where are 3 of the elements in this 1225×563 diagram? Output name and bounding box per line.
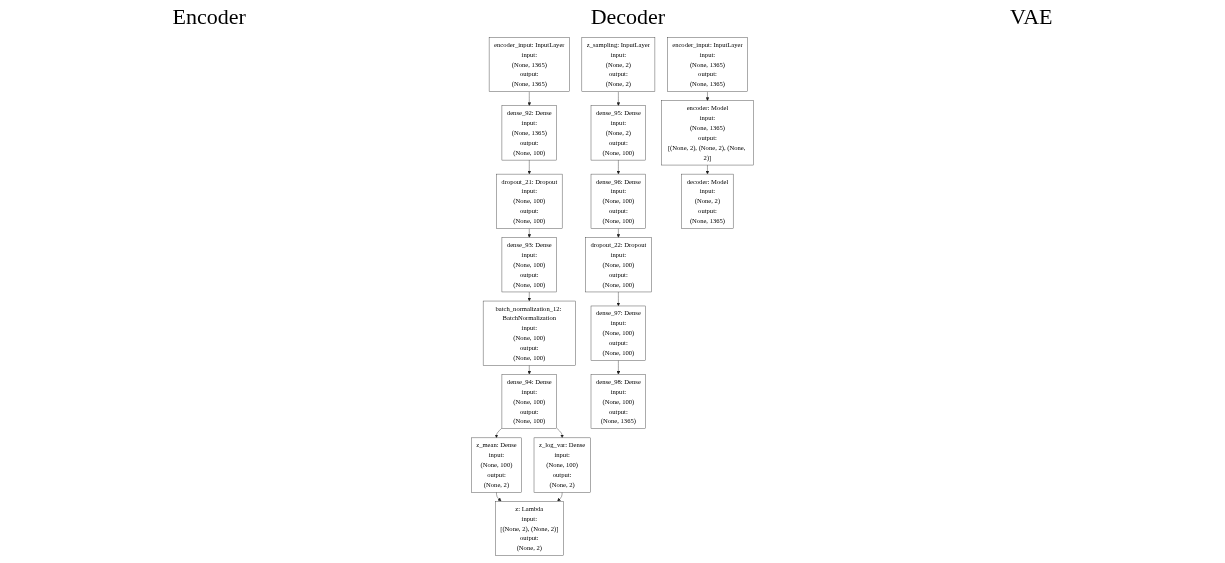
column-heading: Decoder (590, 4, 666, 30)
column-heading: VAE (1010, 4, 1053, 30)
column-heading: Encoder (172, 4, 246, 30)
